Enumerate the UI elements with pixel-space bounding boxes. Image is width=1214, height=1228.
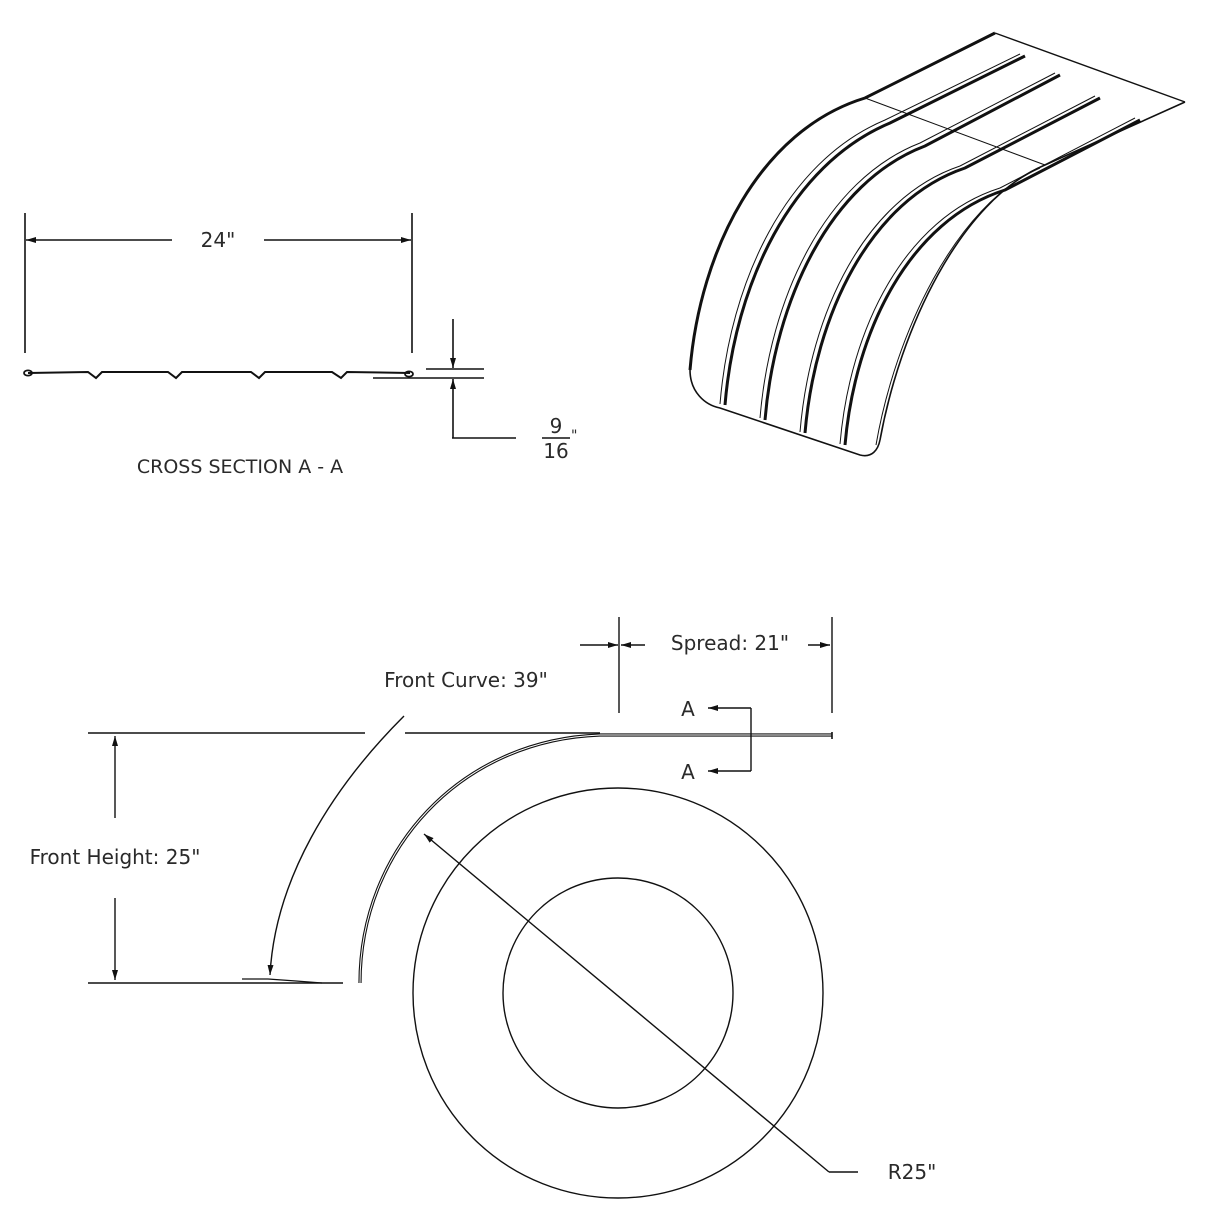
radius-leader	[423, 833, 830, 1173]
iso-rib-3-edge	[799, 95, 1096, 433]
wheel-outer-circle	[412, 787, 824, 1199]
spread-label: Spread: 21"	[671, 631, 789, 655]
iso-rib-4-edge	[839, 117, 1136, 445]
wheel-inner-circle	[502, 877, 734, 1109]
section-label-bottom: A	[681, 760, 695, 784]
iso-back-edge	[994, 32, 1186, 103]
front-curve-arc-dimension	[267, 715, 405, 976]
iso-front-edge	[689, 369, 881, 457]
depth-denominator: 16	[543, 439, 568, 463]
iso-rib-4	[843, 118, 1141, 446]
iso-rib-1-edge	[719, 53, 1021, 405]
cross-section-title: CROSS SECTION A - A	[137, 456, 343, 478]
iso-tangent-line	[864, 97, 1046, 166]
cross-section-view	[23, 213, 570, 439]
hem-left	[23, 369, 33, 377]
fender-profile-outer	[358, 733, 832, 984]
radius-label: R25"	[888, 1160, 937, 1184]
front-height-label: Front Height: 25"	[30, 845, 201, 869]
hem-right	[404, 370, 414, 378]
front-curve-label: Front Curve: 39"	[384, 668, 548, 692]
iso-left-edge	[688, 31, 996, 371]
fender-profile-inner	[359, 734, 832, 984]
iso-right-edge	[879, 101, 1186, 441]
isometric-fender-view	[688, 31, 1186, 457]
iso-rib-3	[803, 96, 1101, 434]
iso-rib-1	[723, 54, 1026, 406]
depth-unit: "	[571, 428, 577, 444]
iso-rib-2	[763, 73, 1061, 421]
side-view	[88, 617, 858, 1199]
section-label-top: A	[681, 697, 695, 721]
iso-right-edge-inner	[875, 167, 1041, 446]
depth-numerator: 9	[550, 414, 563, 438]
cross-section-profile	[27, 370, 411, 380]
width-label: 24"	[201, 228, 236, 252]
front-curve-arrow-tail	[242, 978, 323, 984]
iso-rib-2-edge	[759, 72, 1056, 419]
